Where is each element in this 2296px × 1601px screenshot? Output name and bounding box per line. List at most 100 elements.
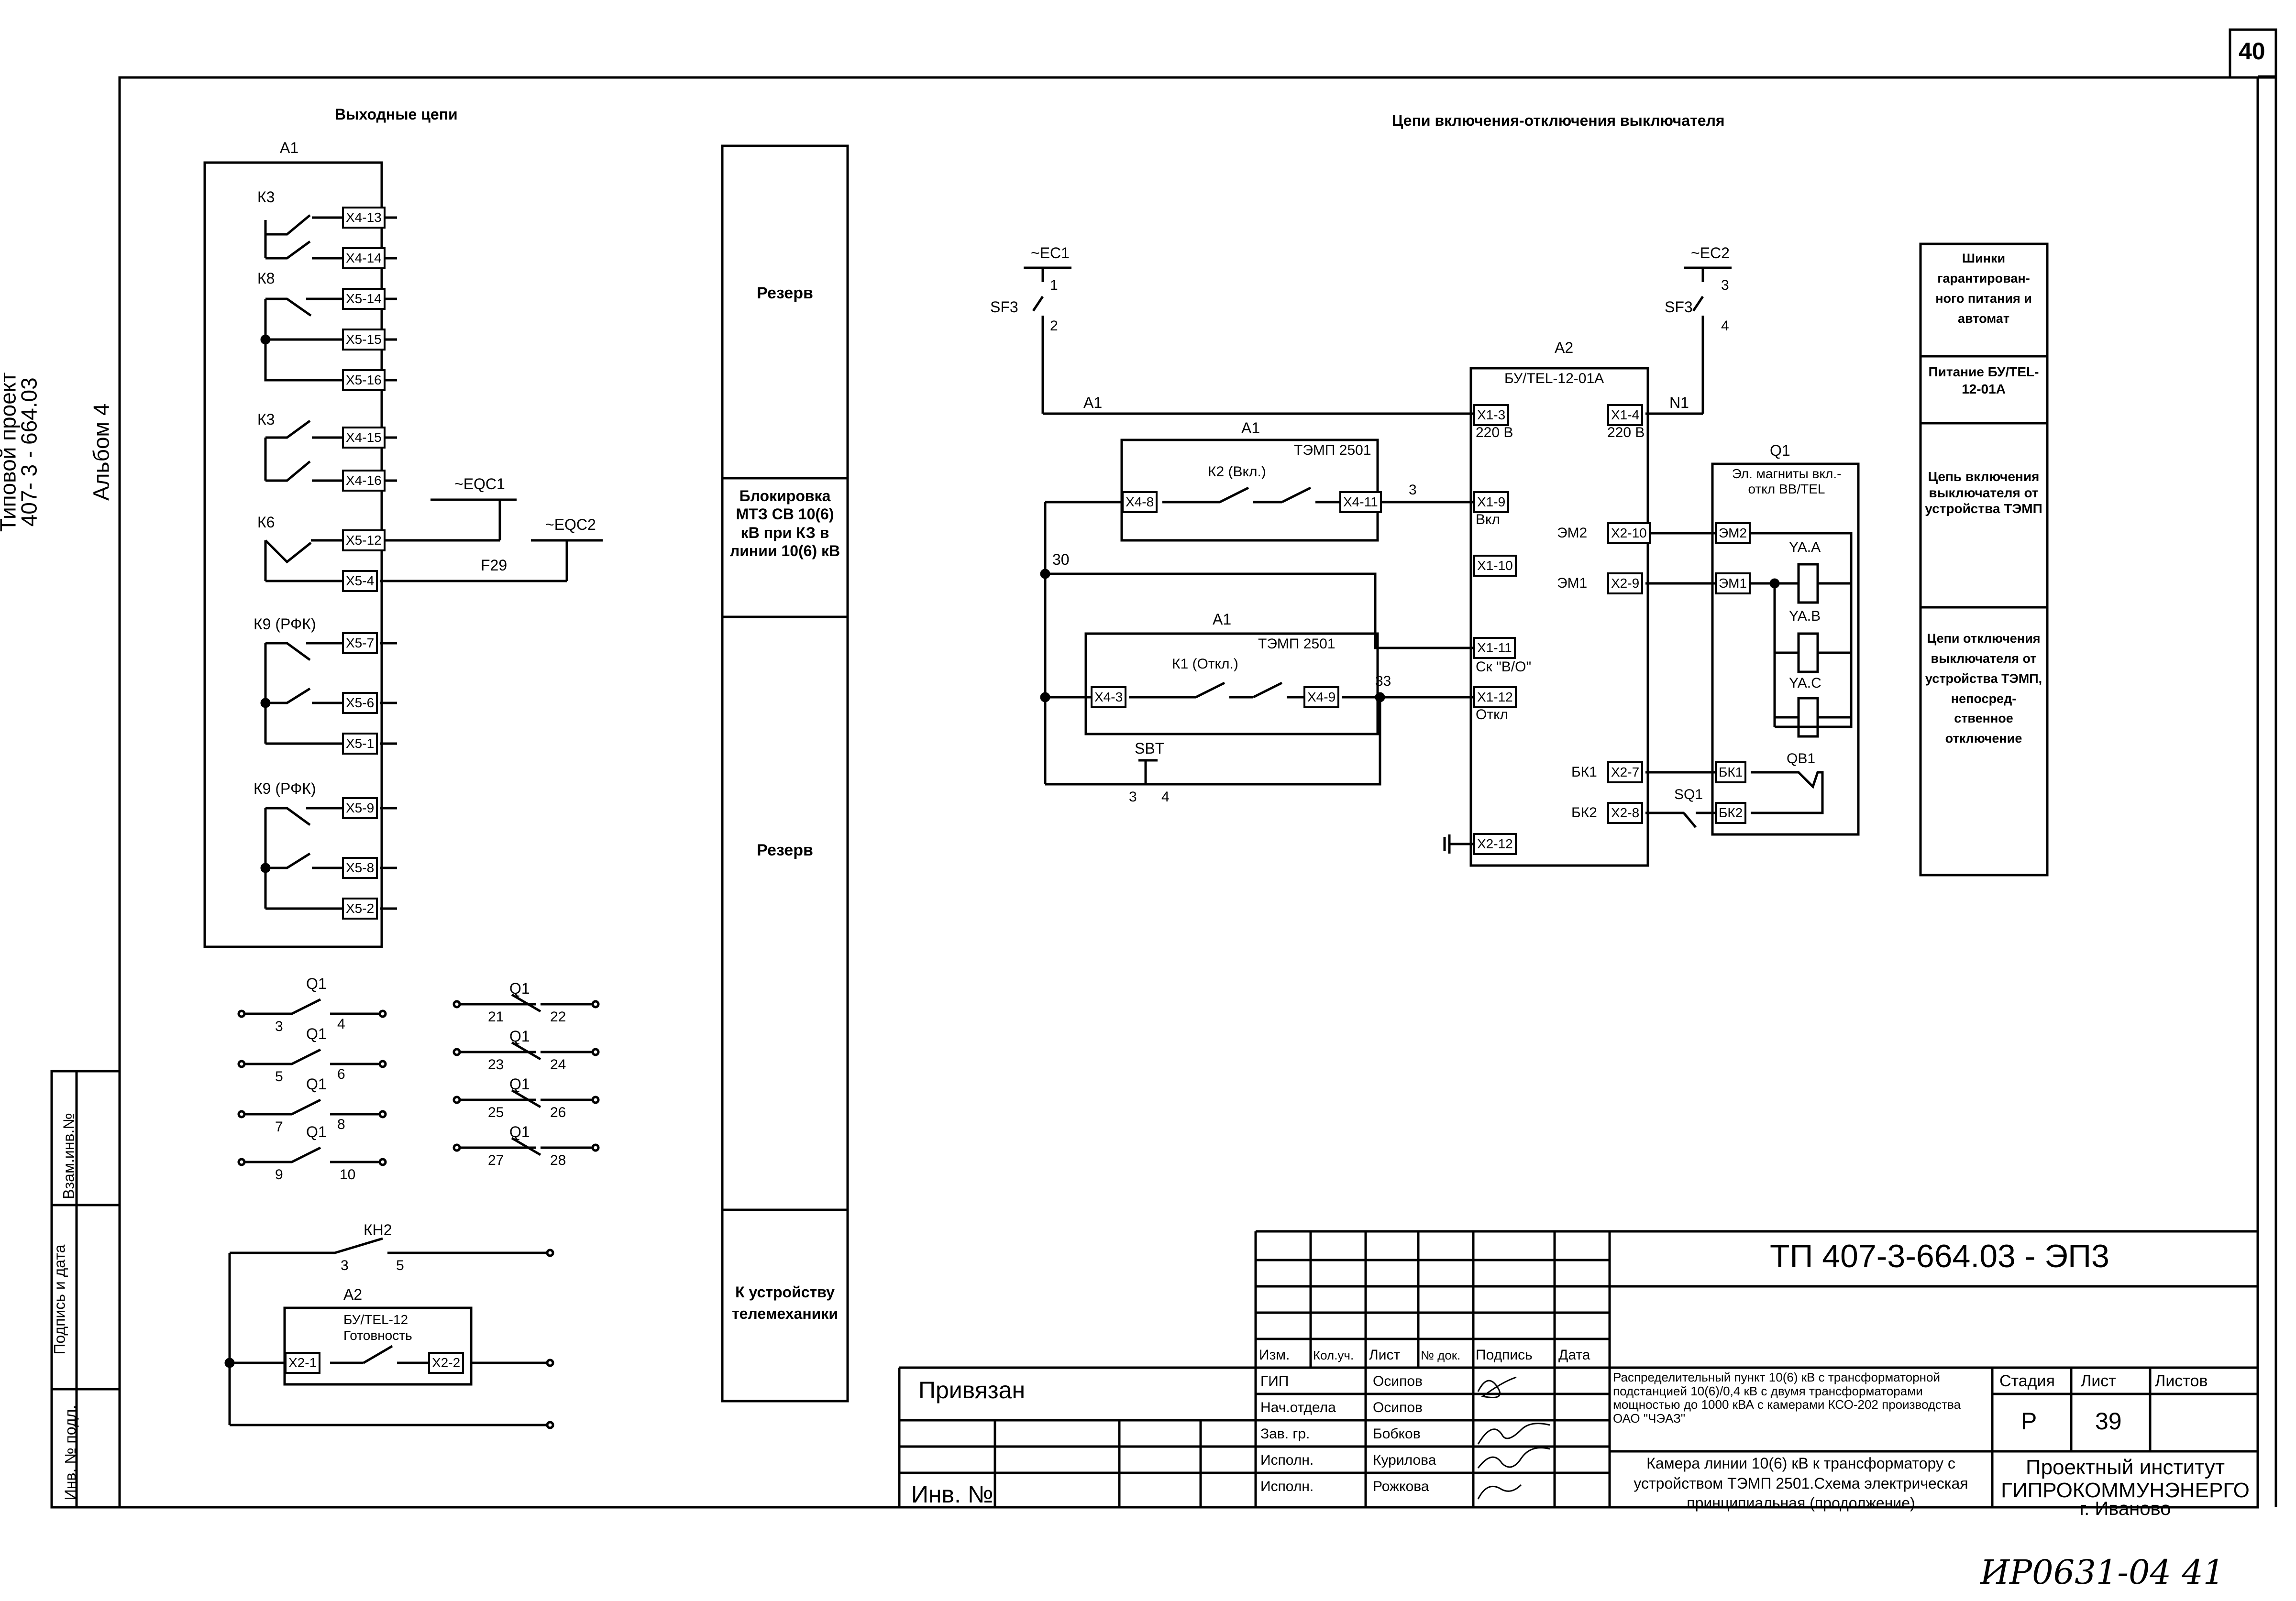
- pin-label: 5: [275, 1069, 283, 1085]
- voltage-label: 220 В: [1607, 425, 1645, 440]
- document-code: ТП 407-3-664.03 - ЭП3: [1770, 1238, 2109, 1274]
- em2-label: ЭМ2: [1557, 525, 1588, 541]
- pin-label: 2: [1050, 318, 1058, 334]
- terminal: X5-2: [342, 898, 378, 920]
- side-stamp-line3: Альбом 4: [88, 403, 114, 501]
- terminal: X2-10: [1607, 522, 1651, 544]
- q1-label: Q1: [306, 1025, 327, 1042]
- pin-label: 7: [275, 1119, 283, 1135]
- sheet-label: Лист: [2081, 1372, 2116, 1390]
- bk1-label: БК1: [1571, 764, 1597, 780]
- contact-k6: К6: [257, 514, 275, 531]
- inventory-label: Инв. №: [911, 1481, 993, 1508]
- terminal: X5-7: [342, 632, 378, 654]
- sbt-label: SBT: [1135, 740, 1165, 757]
- terminal: БК1: [1715, 761, 1747, 783]
- pin-label: 28: [550, 1152, 566, 1168]
- terminal: X2-1: [285, 1352, 321, 1374]
- q1-label: Q1: [306, 975, 327, 992]
- pin-label: 3: [341, 1258, 349, 1273]
- q1-label: Q1: [509, 1075, 530, 1093]
- stamp-field-inv: Инв. № подл.: [62, 1404, 79, 1501]
- q1-label: Q1: [509, 1028, 530, 1045]
- terminal: X4-15: [342, 427, 386, 449]
- sf3-label: SF3: [990, 298, 1018, 316]
- org-line3: г. Иваново: [2079, 1498, 2171, 1519]
- k2-block-label: A1: [1241, 419, 1260, 437]
- a2-device-label: БУ/TEL-12-01A: [1504, 371, 1604, 386]
- contact-k9-1: К9 (РФК): [254, 615, 316, 633]
- right-section-title: Цепи включения-отключения выключателя: [1392, 112, 1725, 129]
- pin-label: 26: [550, 1105, 566, 1120]
- terminal: X1-9: [1473, 491, 1510, 513]
- terminal: X1-4: [1607, 404, 1644, 426]
- terminal: X2-7: [1607, 761, 1644, 783]
- handwritten-footer: ИР0631-04 41: [1980, 1553, 2225, 1592]
- k1-block-label: A1: [1213, 611, 1232, 628]
- terminal: X1-3: [1473, 404, 1510, 426]
- coil-label: YA.B: [1789, 608, 1821, 624]
- name: Рожкова: [1373, 1479, 1429, 1494]
- sq1-label: SQ1: [1674, 787, 1703, 802]
- sheets-label: Листов: [2155, 1372, 2208, 1390]
- col-header: Дата: [1558, 1347, 1590, 1363]
- contact-k3-1: К3: [257, 188, 275, 206]
- pin-label: 4: [1721, 318, 1729, 334]
- terminal: X5-4: [342, 570, 378, 592]
- terminal: ЭМ1: [1715, 572, 1751, 594]
- middle-reserve-2: Резерв: [757, 841, 813, 859]
- wire-f29-label: F29: [481, 557, 508, 574]
- side-stamp-line2: 407- 3 - 664.03: [16, 377, 42, 527]
- q1-label: Q1: [306, 1123, 327, 1140]
- legend-bu-power: Питание БУ/TEL-12-01A: [1928, 364, 2039, 397]
- terminal: X4-3: [1091, 686, 1127, 708]
- q1-desc: Эл. магниты вкл.-откл ВВ/TEL: [1732, 466, 1842, 497]
- sheet-description: Камера линии 10(6) кВ к трансформатору с…: [1634, 1455, 1968, 1512]
- legend-switch-off: Цепи отключения выключателя от устройств…: [1925, 631, 2042, 746]
- pin-label: 4: [337, 1016, 345, 1032]
- name: Бобков: [1373, 1426, 1421, 1442]
- pin-label: 3: [1129, 789, 1137, 805]
- col-header: Кол.уч.: [1313, 1348, 1354, 1362]
- qb1-label: QB1: [1787, 751, 1816, 767]
- org-line1: Проектный институт: [2025, 1456, 2225, 1479]
- col-header: Лист: [1369, 1347, 1401, 1363]
- name: Осипов: [1373, 1373, 1423, 1389]
- terminal: X2-8: [1607, 802, 1644, 824]
- readiness-label: Готовность: [343, 1328, 412, 1343]
- q1-label: Q1: [509, 980, 530, 997]
- legend-guaranteed-power: Шинки гарантирован- ного питания и автом…: [1935, 251, 2032, 326]
- middle-telemechanics: К устройству телемеханики: [731, 1283, 839, 1322]
- coil-label: YA.A: [1789, 539, 1821, 555]
- middle-blocking: Блокировка МТЗ СВ 10(6) кВ при КЗ в лини…: [729, 487, 840, 560]
- terminal: X4-11: [1339, 491, 1382, 513]
- pin-label: 5: [396, 1258, 404, 1273]
- a2-block-label: A2: [343, 1286, 363, 1303]
- pin-label: 24: [550, 1057, 566, 1073]
- col-header: № док.: [1421, 1348, 1461, 1362]
- terminal: БК2: [1715, 802, 1747, 824]
- terminal: X5-16: [342, 369, 386, 391]
- terminal: X5-6: [342, 692, 378, 714]
- role: ГИП: [1260, 1373, 1289, 1389]
- pin-label: 6: [337, 1066, 345, 1082]
- stamp-field-signature: Подпись и дата: [51, 1244, 68, 1355]
- sheet-value: 39: [2095, 1408, 2122, 1435]
- project-description: Распределительный пункт 10(6) кВ с транс…: [1613, 1370, 1961, 1426]
- contact-k3-2: К3: [257, 411, 275, 428]
- role: Нач.отдела: [1260, 1400, 1336, 1415]
- q1-label: Q1: [306, 1075, 327, 1093]
- terminal: X2-2: [428, 1352, 464, 1374]
- terminal: X5-14: [342, 288, 386, 310]
- sk-label: Ск "В/О": [1476, 659, 1532, 675]
- wire-n1-label: N1: [1669, 394, 1689, 411]
- contact-k9-2: К9 (РФК): [254, 780, 316, 797]
- left-section-title: Выходные цепи: [335, 106, 458, 123]
- bus-eqc1-label: ~EQC1: [454, 475, 505, 493]
- wire-3-label: 3: [1409, 482, 1417, 498]
- pin-label: 1: [1050, 277, 1058, 293]
- terminal: X5-1: [342, 733, 378, 755]
- voltage-label: 220 В: [1476, 425, 1513, 440]
- pin-label: 27: [488, 1152, 504, 1168]
